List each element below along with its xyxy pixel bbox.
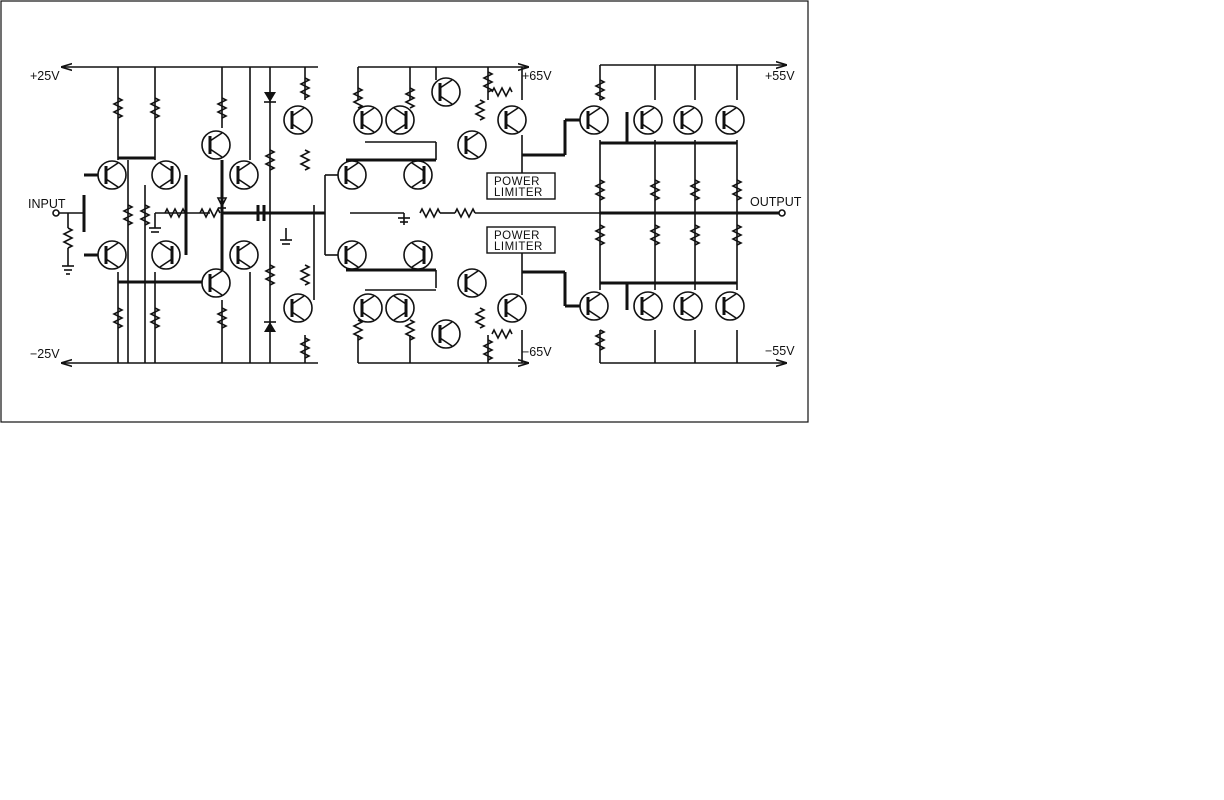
transistor-q23 <box>497 293 527 323</box>
rail-label-pos-55v: +55V <box>765 69 795 83</box>
transistor-q24 <box>431 319 461 349</box>
input-network <box>52 195 86 275</box>
transistor-q17 <box>353 293 383 323</box>
transistor-q31 <box>673 291 703 321</box>
power-limiter-bottom-line1: POWER <box>494 230 540 242</box>
rail-label-neg-65v: −65V <box>522 345 552 359</box>
power-limiter-top-line2: LIMITER <box>494 187 543 199</box>
transistor-q10 <box>283 293 313 323</box>
transistor-q1 <box>97 160 127 190</box>
transistor-q5 <box>201 130 231 160</box>
input-stage-wiring <box>84 67 270 363</box>
power-limiter-bottom: POWER LIMITER <box>486 226 556 254</box>
transistor-q13 <box>337 160 367 190</box>
transistor-q29 <box>579 291 609 321</box>
transistor-q16 <box>403 240 433 270</box>
rail-label-pos-65v: +65V <box>522 69 552 83</box>
power-limiter-top-line1: POWER <box>494 176 540 188</box>
transistor-q30 <box>633 291 663 321</box>
transistor-q11 <box>353 105 383 135</box>
transistor-q8 <box>229 240 259 270</box>
bias-stage <box>264 67 315 363</box>
rail-label-neg-55v: −55V <box>765 344 795 358</box>
driver-stage <box>324 67 600 363</box>
transistor-q22 <box>457 268 487 298</box>
rail-label-neg-25v: −25V <box>30 347 60 361</box>
transistor-q14 <box>403 160 433 190</box>
input-stage-resistors <box>112 97 228 329</box>
transistor-q9 <box>283 105 313 135</box>
transistor-q32 <box>715 291 745 321</box>
transistors <box>97 77 745 349</box>
transistor-q25 <box>579 105 609 135</box>
transistor-q20 <box>457 130 487 160</box>
transistor-q3 <box>151 160 181 190</box>
rail-label-pos-25v: +25V <box>30 69 60 83</box>
diagram-frame <box>0 0 809 423</box>
transistor-q26 <box>633 105 663 135</box>
output-stage <box>594 65 786 363</box>
transistor-q28 <box>715 105 745 135</box>
supply-rails <box>62 65 786 363</box>
transistor-q7 <box>229 160 259 190</box>
transistor-q4 <box>151 240 181 270</box>
transistor-q2 <box>97 240 127 270</box>
output-label: OUTPUT <box>750 195 802 209</box>
transistor-q15 <box>337 240 367 270</box>
transistor-q27 <box>673 105 703 135</box>
transistor-q19 <box>431 77 461 107</box>
power-limiter-top: POWER LIMITER <box>486 172 556 200</box>
bias-and-coupling <box>216 197 325 221</box>
transistor-q18 <box>385 293 415 323</box>
transistor-q6 <box>201 268 231 298</box>
transistor-q12 <box>385 105 415 135</box>
power-limiter-bottom-line2: LIMITER <box>494 241 543 253</box>
transistor-q21 <box>497 105 527 135</box>
input-label: INPUT <box>28 197 66 211</box>
